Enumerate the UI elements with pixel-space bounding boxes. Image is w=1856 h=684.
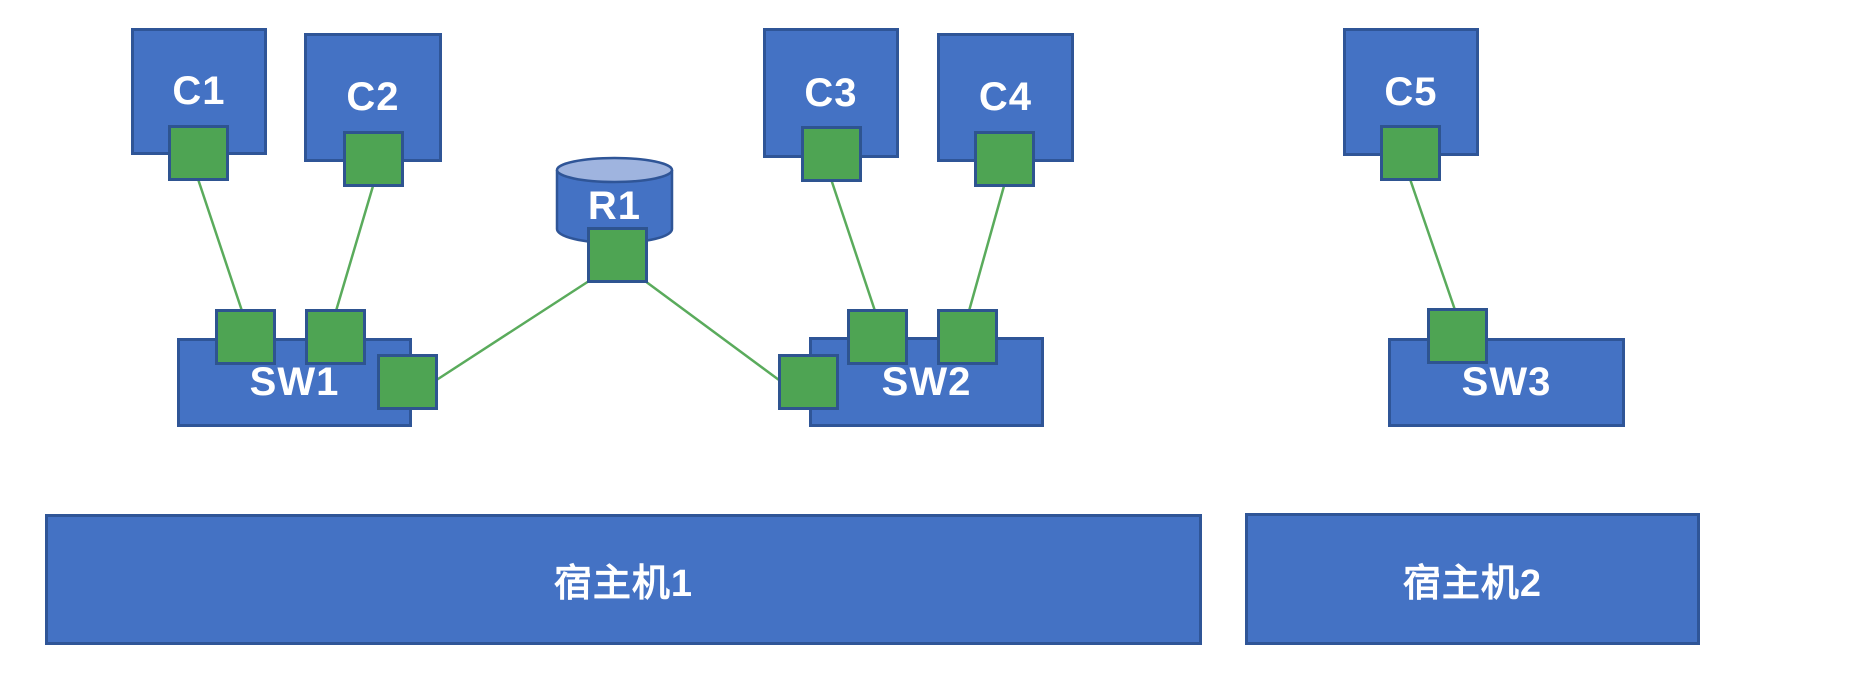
- link-c2-sw1: [334, 184, 375, 313]
- port-c1: [168, 125, 229, 181]
- link-c1-sw1: [196, 177, 244, 313]
- node-label-host2: 宿主机2: [1402, 562, 1543, 605]
- node-label-r1: R1: [587, 184, 642, 228]
- link-sw1-r1: [436, 279, 591, 381]
- port-sw3-1: [1427, 308, 1488, 364]
- port-sw2-2: [937, 309, 998, 365]
- link-r1-sw2: [643, 279, 781, 382]
- node-host-machine-2: 宿主机2: [1245, 513, 1700, 645]
- port-sw1-2: [305, 309, 366, 365]
- node-switch-sw2: SW2: [809, 337, 1044, 427]
- link-c3-sw2: [829, 177, 877, 313]
- node-label-host1: 宿主机1: [553, 563, 694, 605]
- link-c5-sw3: [1408, 177, 1457, 312]
- node-label-c3: C3: [804, 70, 858, 115]
- port-r1: [587, 227, 648, 283]
- node-label-c5: C5: [1384, 69, 1438, 114]
- node-label-sw2: SW2: [881, 359, 972, 404]
- node-label-sw1: SW1: [249, 360, 340, 404]
- port-sw1-1: [215, 309, 276, 365]
- node-label-sw3: SW3: [1461, 360, 1552, 404]
- port-sw1-uplink: [377, 354, 438, 410]
- node-label-c2: C2: [346, 75, 400, 119]
- port-c2: [343, 131, 404, 187]
- port-c4: [974, 131, 1035, 187]
- node-router-r1: R1: [555, 156, 674, 245]
- port-c5: [1380, 125, 1441, 181]
- port-c3: [801, 126, 862, 182]
- link-c4-sw2: [967, 184, 1006, 313]
- port-sw2-1: [847, 309, 908, 365]
- node-label-c1: C1: [172, 69, 226, 113]
- port-sw2-uplink: [778, 354, 839, 410]
- node-switch-sw3: SW3: [1388, 338, 1625, 427]
- node-label-c4: C4: [978, 75, 1033, 119]
- node-host-machine-1: 宿主机1: [45, 514, 1202, 645]
